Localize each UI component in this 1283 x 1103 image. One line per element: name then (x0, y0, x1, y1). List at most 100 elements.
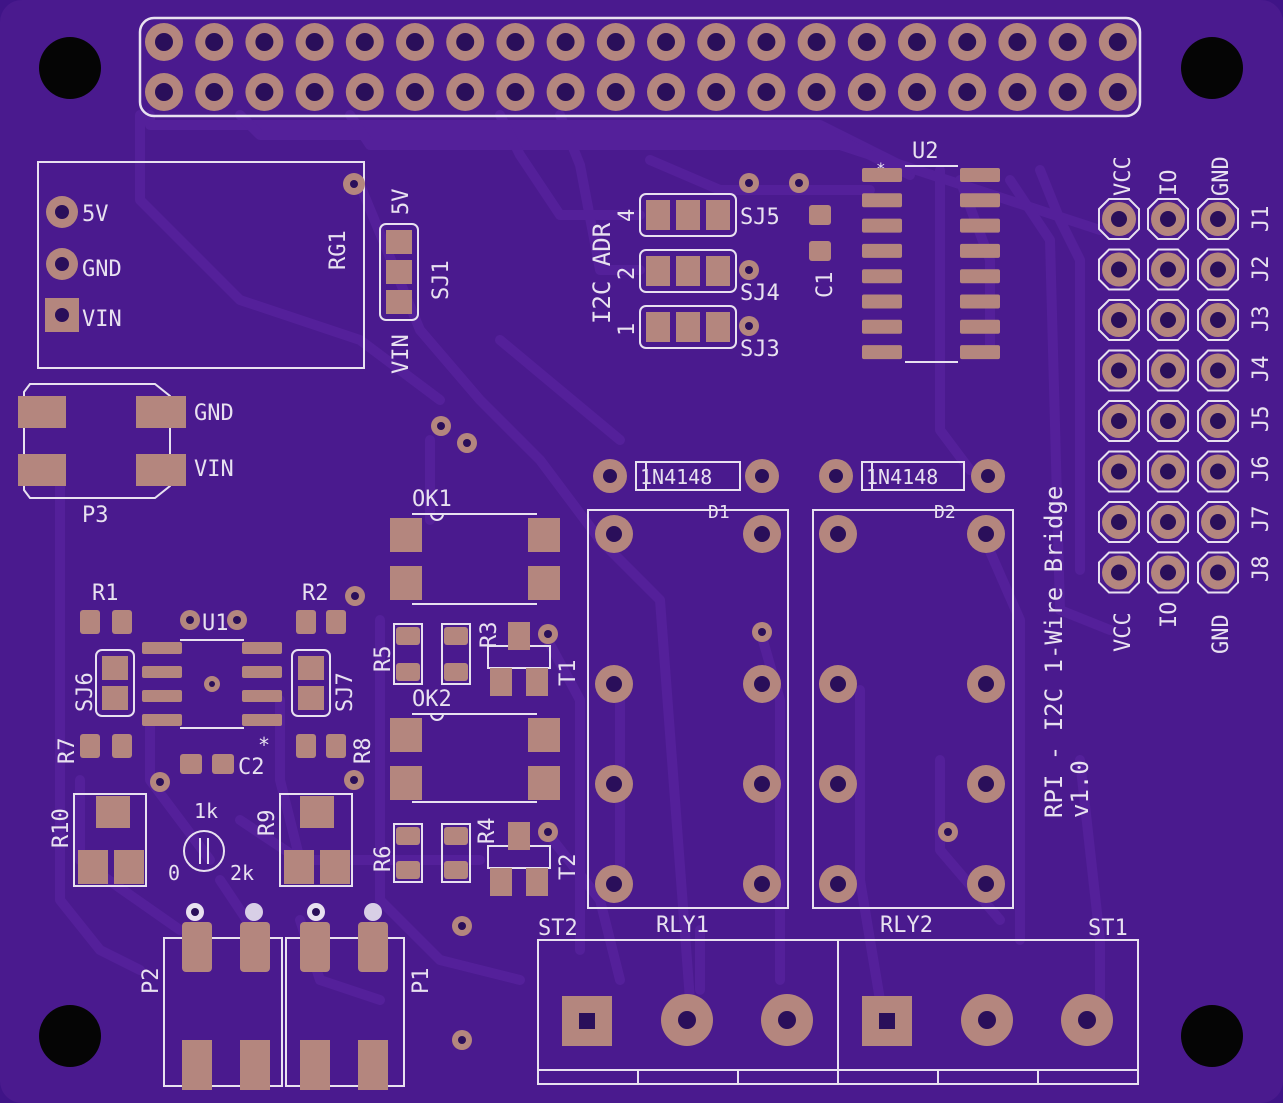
j2-label: J2 (1249, 256, 1274, 283)
r5-pad (396, 663, 420, 681)
c1-label: C1 (813, 272, 838, 299)
sj1-outline (379, 223, 419, 321)
onewire-header-outline (1147, 551, 1189, 594)
u1-pad (142, 642, 182, 654)
sj6-outline (95, 649, 135, 717)
sj1-label: SJ1 (429, 260, 454, 300)
ok2-pad (390, 718, 422, 752)
r4-outline (441, 823, 471, 883)
pot-symbol (183, 830, 225, 872)
onewire-header-outline (1098, 299, 1140, 341)
gpio-header-outline (138, 16, 1142, 118)
onewire-header-outline (1098, 248, 1140, 291)
rg1-label: RG1 (326, 230, 351, 270)
j6-label: J6 (1249, 456, 1274, 483)
onewire-header-outline (1197, 349, 1239, 392)
address-jumpers (639, 193, 737, 349)
sj5-pad (646, 200, 670, 230)
r4-pad (444, 861, 468, 879)
r6-pad (396, 861, 420, 879)
p3-gnd-label: GND (194, 401, 234, 426)
r10-pad (114, 850, 144, 884)
r10-pad (78, 850, 108, 884)
j1-label: J1 (1249, 206, 1274, 233)
onewire-header-outline (1098, 450, 1140, 493)
sj1-pad (386, 260, 412, 284)
regulator-gnd-label: GND (82, 257, 122, 282)
u1-pad (142, 714, 182, 726)
u2-pad (862, 218, 902, 233)
u2-pad (862, 269, 902, 284)
header-io-label: IO (1157, 170, 1182, 197)
r7-pad (112, 734, 132, 758)
r7-pad (80, 734, 100, 758)
r3-pad (444, 627, 468, 645)
onewire-header-outline (1098, 400, 1140, 442)
via (364, 903, 382, 921)
onewire-header-outline (1147, 501, 1189, 543)
st2-label: ST2 (538, 916, 578, 941)
onewire-header-outline (1197, 400, 1239, 442)
t2-pad (508, 822, 530, 850)
onewire-header-outline (1197, 450, 1239, 493)
sj5-pad (706, 200, 730, 230)
p2-outline (163, 937, 283, 1087)
gpio-header-pins (145, 23, 1137, 111)
u2-pad (960, 193, 1000, 208)
onewire-header-outline (1098, 501, 1140, 543)
p2-pad (182, 1040, 212, 1090)
i2c-adr-label: I2C ADR (588, 222, 616, 324)
sj7-pad (298, 656, 324, 680)
ok2-outline (412, 713, 537, 803)
p3-gnd-pad (136, 396, 186, 428)
c2-label: C2 (238, 755, 265, 780)
onewire-header-outline (1098, 551, 1140, 594)
onewire-header-outline (1197, 299, 1239, 341)
u2-pad (960, 243, 1000, 258)
u2-pad (960, 319, 1000, 334)
rly2-label: RLY2 (880, 913, 933, 938)
sj4-pad (646, 256, 670, 286)
r2-pad (326, 610, 346, 634)
rly1-outline (587, 509, 789, 909)
onewire-header (1098, 198, 1239, 594)
sj1-pad (386, 230, 412, 254)
r9-pad (284, 850, 314, 884)
u1-pad (142, 666, 182, 678)
r2-pad (296, 610, 316, 634)
p1-label: P1 (409, 968, 434, 995)
mounting-hole (1181, 37, 1243, 99)
u2-pad (960, 345, 1000, 360)
onewire-header-outline (1147, 400, 1189, 442)
j3-label: J3 (1249, 306, 1274, 333)
r10-pad (96, 796, 130, 828)
rly2-outline (812, 509, 1014, 909)
r5-label: R5 (371, 646, 396, 673)
r9-outline (279, 793, 353, 887)
j8-label: J8 (1249, 556, 1274, 583)
onewire-header-outline (1147, 299, 1189, 341)
d2-label: D2 (934, 502, 956, 523)
d1-label: D1 (708, 502, 730, 523)
p3-vin-label: VIN (194, 457, 234, 482)
sj4-pad (706, 256, 730, 286)
header-vcc-label: VCC (1111, 156, 1136, 196)
t1-pad (490, 668, 512, 696)
u2-pad (862, 345, 902, 360)
regulator-5v-label: 5V (82, 202, 109, 227)
r9-pad (300, 796, 334, 828)
mounting-hole (39, 1005, 101, 1067)
p2-label: P2 (139, 968, 164, 995)
j4-label: J4 (1249, 356, 1274, 383)
st1-outline (837, 939, 1139, 1085)
u2-pad (862, 319, 902, 334)
sj5-label: SJ5 (740, 205, 780, 230)
r1-label: R1 (92, 581, 119, 606)
sj1-pad (386, 290, 412, 314)
t1-label: T1 (556, 660, 581, 687)
sj6-pad (102, 686, 128, 710)
sj5-pad (676, 200, 700, 230)
sj4-pad (676, 256, 700, 286)
regulator-vin-label: VIN (82, 307, 122, 332)
